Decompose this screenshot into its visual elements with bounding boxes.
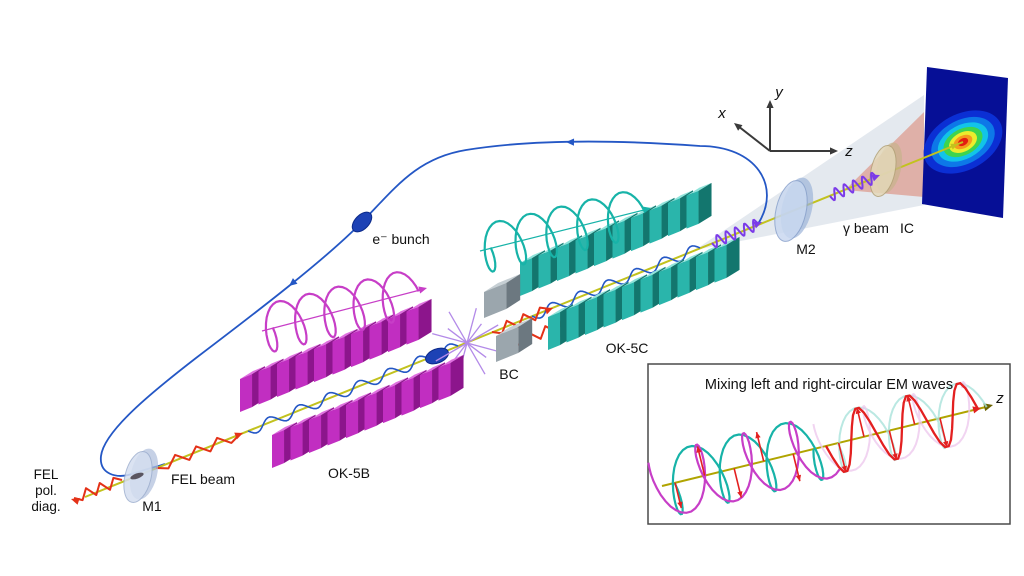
inset-mixing-diagram [647, 363, 1011, 525]
fel-pulse-1 [491, 306, 551, 335]
field-vector-arrow [795, 474, 802, 482]
magenta-helix [264, 271, 420, 353]
fel-beam-arrow [234, 432, 243, 440]
label-ok5b: OK-5B [328, 465, 370, 481]
magnet-block [686, 182, 712, 229]
inset-title: Mixing left and right-circular EM waves [705, 377, 953, 393]
field-vector-arrow [677, 501, 683, 509]
beam-arrow [950, 143, 958, 150]
field-vector-arrow [737, 491, 743, 498]
fel-photon-to-diagnostics [73, 476, 123, 502]
magenta-helix-faded [812, 380, 971, 472]
resultant-wave-arrow [972, 406, 981, 414]
label-bc: BC [499, 366, 518, 382]
m1-aperture [130, 472, 144, 480]
field-vector-arrow [906, 395, 912, 402]
label-m2: M2 [796, 241, 816, 257]
magnet-block [438, 354, 464, 401]
field-vector-arrow [841, 465, 847, 473]
x-axis [737, 125, 771, 152]
teal-helix [483, 191, 646, 273]
gamma-arrow [871, 174, 880, 182]
electron-wiggle-ok5b [247, 343, 459, 434]
inset-magenta-helix [647, 420, 841, 514]
resultant-linear-wave [824, 381, 980, 474]
label-m1: M1 [142, 498, 162, 514]
z-axis-arrow [830, 147, 838, 155]
field-vector-arrow [755, 432, 761, 439]
label-ok5c: OK-5C [606, 340, 649, 356]
field-vector-arrow [892, 453, 898, 460]
beam-axis [84, 141, 964, 498]
label-axis-z: z [844, 143, 853, 160]
gamma-packet-1 [711, 218, 759, 249]
y-axis-arrow [766, 100, 774, 108]
ic-target [869, 145, 897, 197]
fel-pulse-arrow [544, 307, 553, 315]
electron-bunch [351, 211, 373, 233]
label-fel-pol-diag-1: FEL [34, 467, 59, 482]
mirror-m2 [774, 180, 808, 242]
magenta-wave-axis [261, 288, 425, 332]
label-fel-pol-diag-3: diag. [31, 499, 60, 514]
label-ic: IC [900, 220, 914, 236]
undulator-front-rows [272, 236, 740, 468]
inset-box [647, 363, 1011, 525]
label-gamma-beam: γ beam [843, 220, 889, 236]
electron-orbit-loop [100, 138, 768, 477]
teal-wave-arrow [642, 206, 651, 214]
field-vector-arrow [855, 407, 861, 415]
radiated-helical-waves [261, 191, 651, 353]
label-fel-pol-diag-2: pol. [35, 483, 57, 498]
gamma-arrow [753, 221, 762, 229]
orbit-arrow [566, 138, 575, 146]
magnet-block [603, 281, 629, 328]
field-vector-arrow [943, 440, 949, 448]
gamma-wave-packets [711, 171, 880, 249]
magnet-block [496, 318, 533, 362]
light-cone [695, 95, 924, 250]
undulator-back-rows [240, 182, 712, 412]
label-e-bunch: e⁻ bunch [372, 231, 429, 247]
x-axis-arrow [734, 123, 743, 131]
electron-wiggle-ok5c [531, 245, 701, 319]
field-vector-arrow [696, 446, 702, 453]
magnet-block [406, 298, 432, 345]
magnet-block [714, 236, 740, 283]
inset-teal-helix [671, 421, 825, 516]
label-fel-beam: FEL beam [171, 471, 235, 487]
teal-wave-axis [479, 208, 649, 252]
labels: FEL pol. diag. M1 FEL beam OK-5B BC OK-5… [31, 84, 1004, 514]
gamma-packet-2 [829, 171, 877, 202]
mirrors-and-target [123, 142, 903, 503]
inset-label-z: z [995, 390, 1004, 407]
label-axis-x: x [717, 105, 726, 122]
fel-diag-arrow [71, 497, 80, 505]
fel-beam-wave [155, 433, 241, 470]
orbit-arrow [289, 278, 298, 286]
magnet-block [484, 274, 521, 318]
magenta-wave-arrow [418, 286, 427, 294]
label-axis-y: y [774, 84, 784, 101]
electron-bunch-on-beamline [425, 347, 449, 365]
coordinate-axes [734, 100, 838, 155]
collision-flash-ray [452, 323, 482, 363]
